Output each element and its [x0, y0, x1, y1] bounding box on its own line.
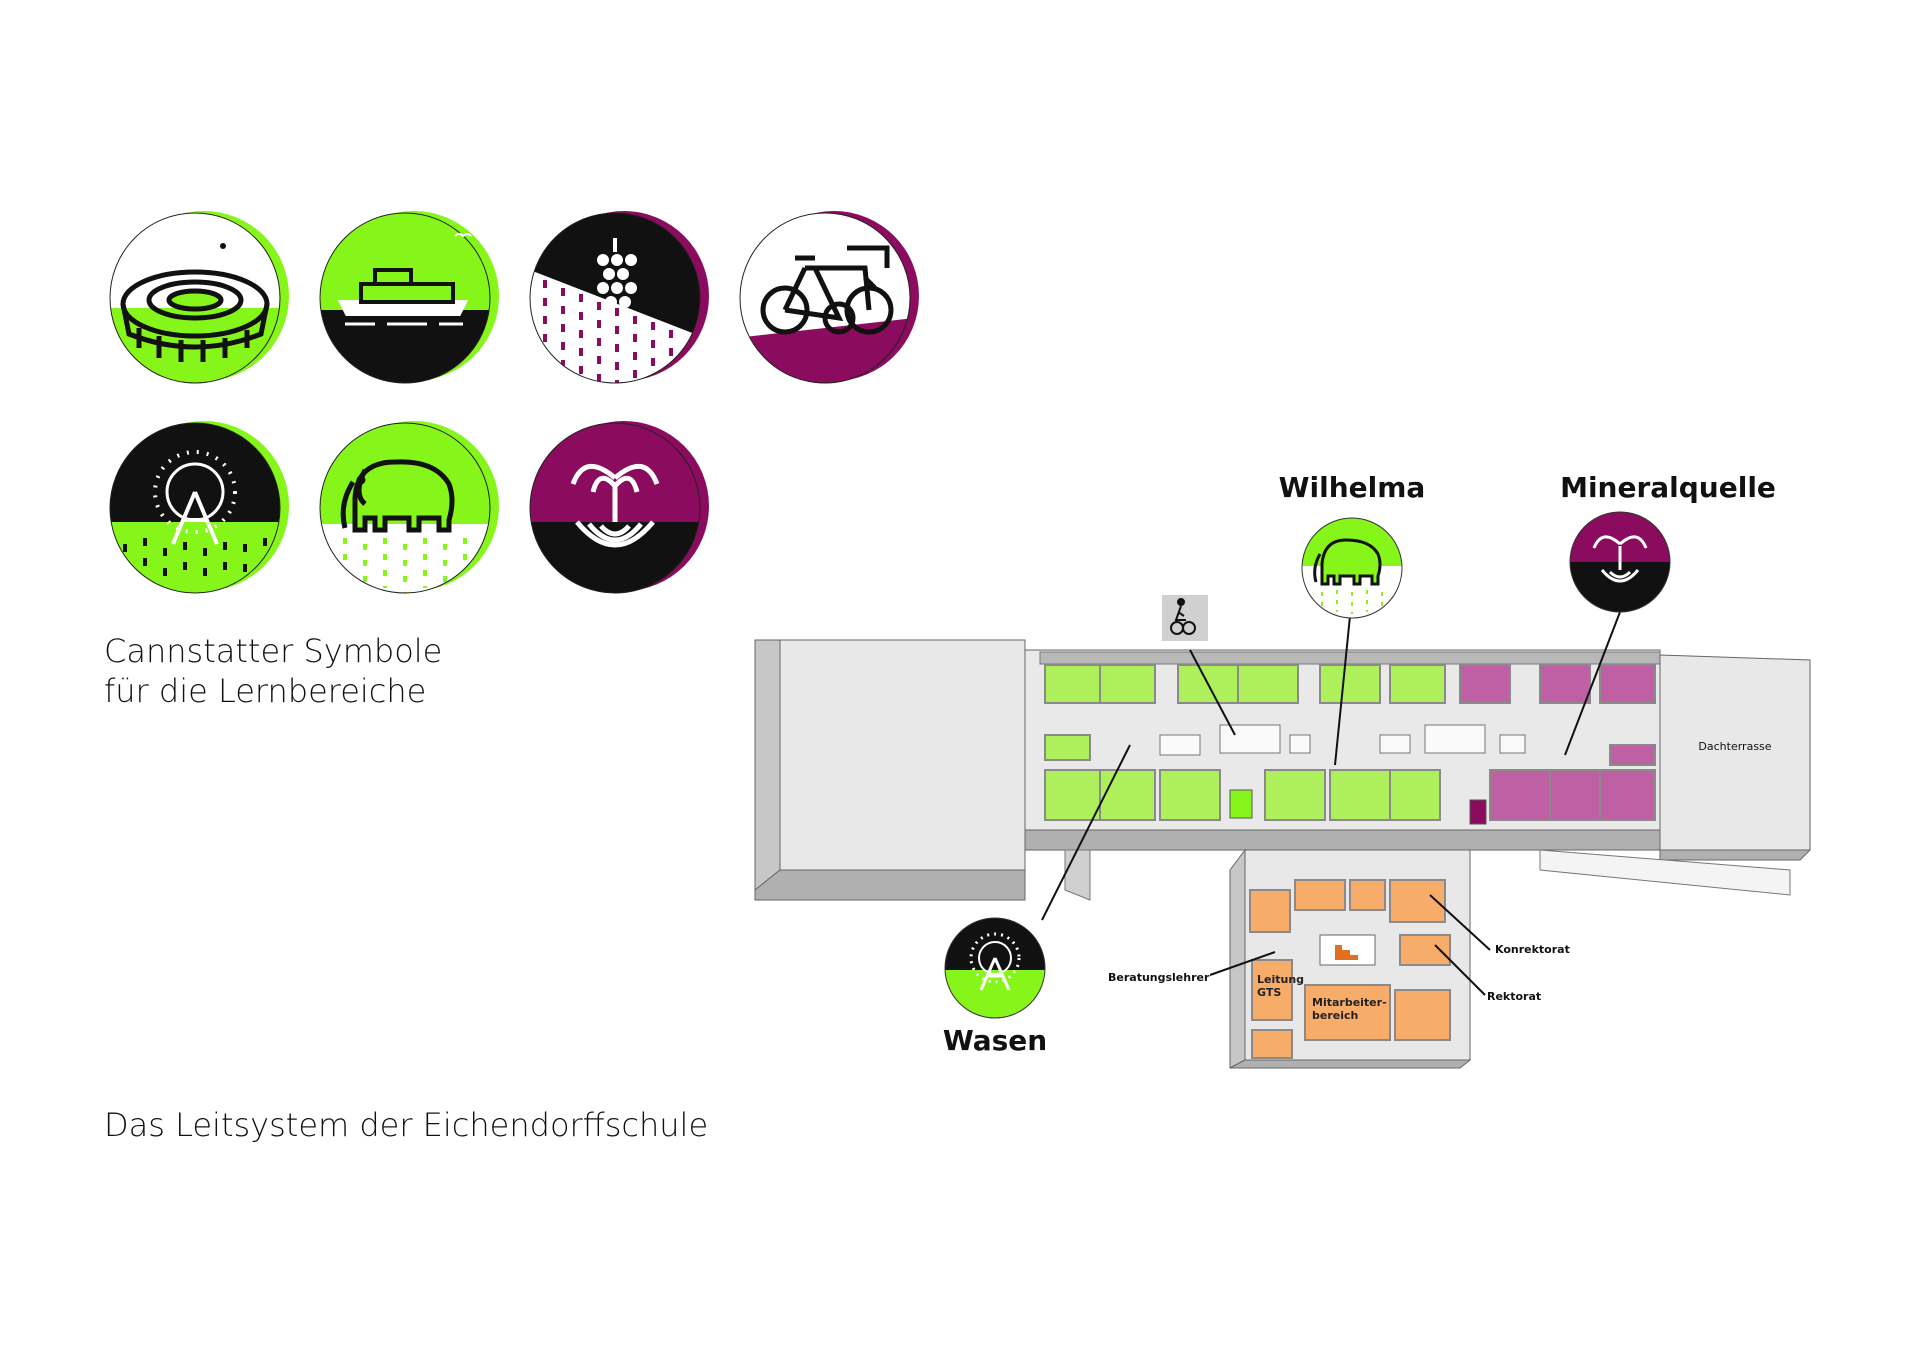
- fountain-icon: [1592, 535, 1648, 583]
- label-mineralquelle: Mineralquelle: [1560, 471, 1776, 504]
- elephant-icon: [1313, 538, 1382, 586]
- corridor-walls: [1159, 724, 1526, 756]
- symbols-caption: Cannstatter Symbole für die Lernbereiche: [104, 631, 442, 711]
- rektorat-label: Rektorat: [1487, 990, 1541, 1003]
- symbol-elephant: [319, 421, 499, 594]
- symbol-bicycle: [739, 211, 919, 384]
- bicycle-icon: [760, 245, 894, 335]
- cyclist-icon: [1170, 598, 1196, 635]
- symbol-ship: [319, 211, 499, 384]
- konrektorat-label: Konrektorat: [1495, 943, 1570, 956]
- marker-wilhelma: [1301, 517, 1403, 619]
- stairs-green: [1229, 789, 1253, 819]
- bike-sign: [1162, 595, 1208, 641]
- symbols-caption-line1: Cannstatter Symbole: [104, 632, 443, 670]
- ferris-wheel-icon: [153, 450, 237, 545]
- stadium-icon: [120, 269, 270, 362]
- marker-mineralquelle: [1569, 511, 1671, 613]
- grapes-icon: [597, 238, 637, 308]
- callout-lines: [1041, 611, 1621, 996]
- marker-wasen: [944, 917, 1046, 1019]
- label-wilhelma: Wilhelma: [1279, 471, 1426, 504]
- ship-icon: [337, 233, 472, 326]
- symbol-ferris-wheel: [109, 421, 289, 594]
- symbol-fountain: [529, 421, 709, 594]
- building-plan: Dachterrasse: [754, 595, 1812, 1069]
- ferris-wheel-icon: [969, 932, 1021, 991]
- mitarbeiter-label: Mitarbeiter- bereich: [1312, 996, 1390, 1022]
- stairs-purple: [1469, 799, 1487, 825]
- fountain-icon: [570, 464, 660, 548]
- symbols-caption-line2: für die Lernbereiche: [104, 672, 427, 710]
- rooms-purple: [1459, 664, 1656, 821]
- dachterrasse-label: Dachterrasse: [1698, 740, 1771, 753]
- annex-left: [754, 639, 1026, 901]
- beratungslehrer-label: Beratungslehrer: [1108, 971, 1210, 984]
- elephant-icon: [340, 459, 455, 533]
- rooms-green: [1044, 664, 1446, 821]
- system-caption: Das Leitsystem der Eichendorffschule: [104, 1106, 709, 1144]
- admin-block: Leitung GTS Mitarbeiter- bereich: [1229, 848, 1472, 1069]
- symbol-grapes: [529, 211, 709, 384]
- dachterrasse: Dachterrasse: [1659, 654, 1812, 861]
- label-wasen: Wasen: [943, 1024, 1047, 1057]
- symbol-stadium: [109, 211, 289, 384]
- leitung-label: Leitung GTS: [1257, 973, 1308, 999]
